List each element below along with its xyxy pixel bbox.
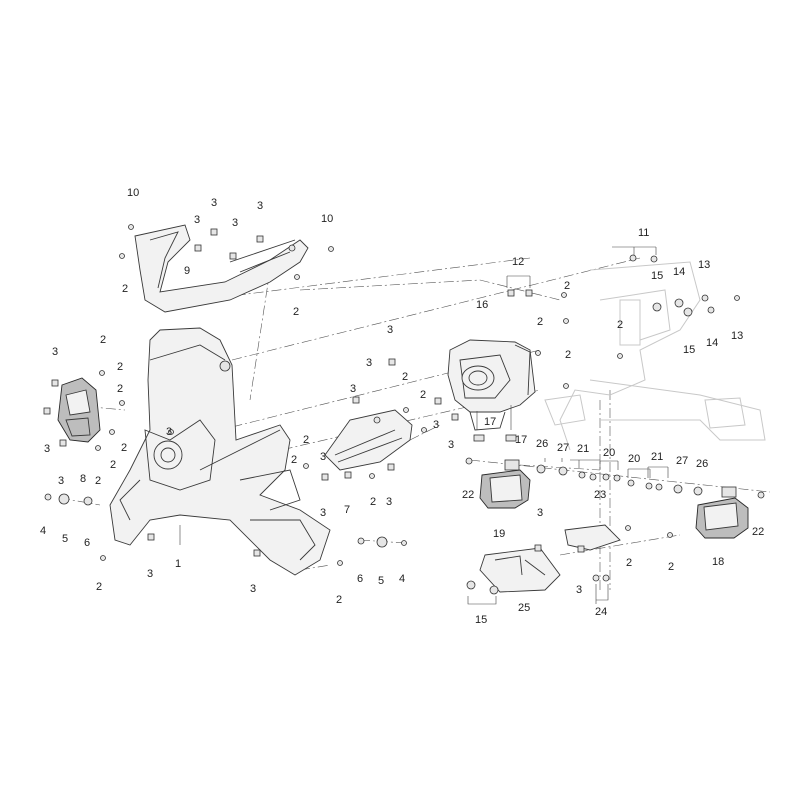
callout-2: 2	[617, 319, 623, 331]
hardware	[43, 224, 765, 595]
callout-2: 2	[565, 349, 571, 361]
callout-3: 3	[250, 583, 256, 595]
callout-21: 21	[651, 451, 663, 463]
callout-3: 3	[58, 475, 64, 487]
part-19-left-fog-light	[479, 459, 531, 509]
callout-15: 15	[683, 344, 695, 356]
callout-13: 13	[731, 330, 743, 342]
callout-1: 1	[175, 558, 181, 570]
callout-9: 9	[184, 265, 190, 277]
callout-22: 22	[752, 526, 764, 538]
callout-17: 17	[515, 434, 527, 446]
callout-4: 4	[40, 525, 46, 537]
part-18-right-fog-light	[695, 486, 749, 539]
part-24-mount-plate	[564, 524, 621, 582]
callout-23: 23	[594, 489, 606, 501]
part-9-upper-bracket	[134, 224, 309, 313]
callout-3: 3	[194, 214, 200, 226]
callout-26: 26	[536, 438, 548, 450]
callout-3: 3	[44, 443, 50, 455]
callouts: 10 3 3 3 3 10 2 9 2 3 2 2 2 3 3 8 2 2 2 …	[40, 187, 764, 626]
part-7-right-indicator	[324, 409, 413, 471]
callout-2: 2	[100, 334, 106, 346]
callout-27: 27	[676, 455, 688, 467]
callout-3: 3	[257, 200, 263, 212]
callout-3: 3	[320, 451, 326, 463]
callout-21: 21	[577, 443, 589, 455]
part-8-left-indicator	[57, 377, 101, 443]
callout-2: 2	[117, 361, 123, 373]
callout-27: 27	[557, 442, 569, 454]
callout-3: 3	[166, 426, 172, 438]
callout-25: 25	[518, 602, 530, 614]
callout-4: 4	[399, 573, 405, 585]
callout-2: 2	[402, 371, 408, 383]
callout-6: 6	[84, 537, 90, 549]
callout-2: 2	[291, 454, 297, 466]
callout-2: 2	[293, 306, 299, 318]
callout-10: 10	[321, 213, 333, 225]
callout-3: 3	[537, 507, 543, 519]
callout-3: 3	[576, 584, 582, 596]
callout-2: 2	[122, 283, 128, 295]
callout-19: 19	[493, 528, 505, 540]
callout-5: 5	[378, 575, 384, 587]
callout-16: 16	[476, 299, 488, 311]
ghost-frame	[544, 261, 766, 451]
callout-22: 22	[462, 489, 474, 501]
callout-14: 14	[673, 266, 685, 278]
callout-15: 15	[475, 614, 487, 626]
callout-18: 18	[712, 556, 724, 568]
callout-3: 3	[366, 357, 372, 369]
callout-2: 2	[95, 475, 101, 487]
callout-2: 2	[121, 442, 127, 454]
callout-14: 14	[706, 337, 718, 349]
callout-3: 3	[387, 324, 393, 336]
callout-3: 3	[52, 346, 58, 358]
callout-2: 2	[668, 561, 674, 573]
callout-2: 2	[117, 383, 123, 395]
callout-2: 2	[420, 389, 426, 401]
callout-3: 3	[448, 439, 454, 451]
callout-3: 3	[350, 383, 356, 395]
callout-12: 12	[512, 256, 524, 268]
callout-24: 24	[595, 606, 607, 618]
callout-6: 6	[357, 573, 363, 585]
callout-3: 3	[386, 496, 392, 508]
callout-2: 2	[336, 594, 342, 606]
callout-3: 3	[232, 217, 238, 229]
callout-15: 15	[651, 270, 663, 282]
callout-2: 2	[303, 434, 309, 446]
callout-13: 13	[698, 259, 710, 271]
leader-lines	[179, 246, 669, 605]
callout-20: 20	[628, 453, 640, 465]
callout-11: 11	[638, 227, 649, 239]
callout-2: 2	[110, 459, 116, 471]
callout-20: 20	[603, 447, 615, 459]
callout-5: 5	[62, 533, 68, 545]
callout-2: 2	[96, 581, 102, 593]
callout-7: 7	[344, 504, 350, 516]
callout-3: 3	[147, 568, 153, 580]
callout-2: 2	[564, 280, 570, 292]
callout-10: 10	[127, 187, 139, 199]
callout-3: 3	[211, 197, 217, 209]
part-1-front-fairing	[109, 327, 331, 576]
part-16-headlight	[447, 339, 536, 431]
callout-26: 26	[696, 458, 708, 470]
callout-2: 2	[626, 557, 632, 569]
callout-17: 17	[484, 416, 496, 428]
callout-8: 8	[80, 473, 86, 485]
callout-3: 3	[320, 507, 326, 519]
part-25-lower-bracket	[479, 547, 561, 593]
callout-2: 2	[370, 496, 376, 508]
callout-2: 2	[537, 316, 543, 328]
callout-3: 3	[433, 419, 439, 431]
